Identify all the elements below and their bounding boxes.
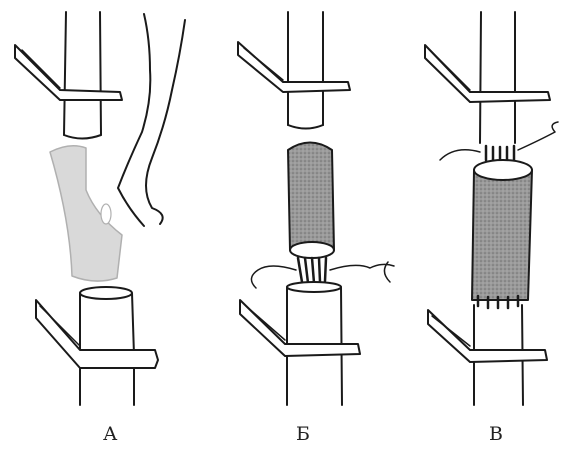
upper-vessel: [64, 12, 101, 139]
graft-icon: [288, 143, 334, 259]
lower-clamp-icon: [36, 300, 158, 368]
panel-label-c: В: [489, 423, 504, 445]
panel-a: [15, 12, 185, 405]
panel-c: [425, 12, 558, 405]
upper-clamp-icon: [238, 42, 350, 92]
upper-clamp-icon: [425, 45, 550, 102]
artery-branch-icon: [118, 14, 185, 226]
lower-clamp-icon: [428, 310, 547, 362]
upper-clamp-icon: [15, 45, 122, 100]
upper-vessel: [480, 12, 515, 143]
panel-label-a: А: [103, 423, 118, 445]
upper-vessel: [288, 12, 323, 129]
suture-icon: [440, 122, 558, 162]
panel-label-b: Б: [296, 423, 311, 445]
graft-icon: [472, 160, 532, 300]
graft-segment-light: [50, 146, 122, 281]
panel-b: [238, 12, 394, 405]
lower-vessel: [80, 287, 134, 405]
